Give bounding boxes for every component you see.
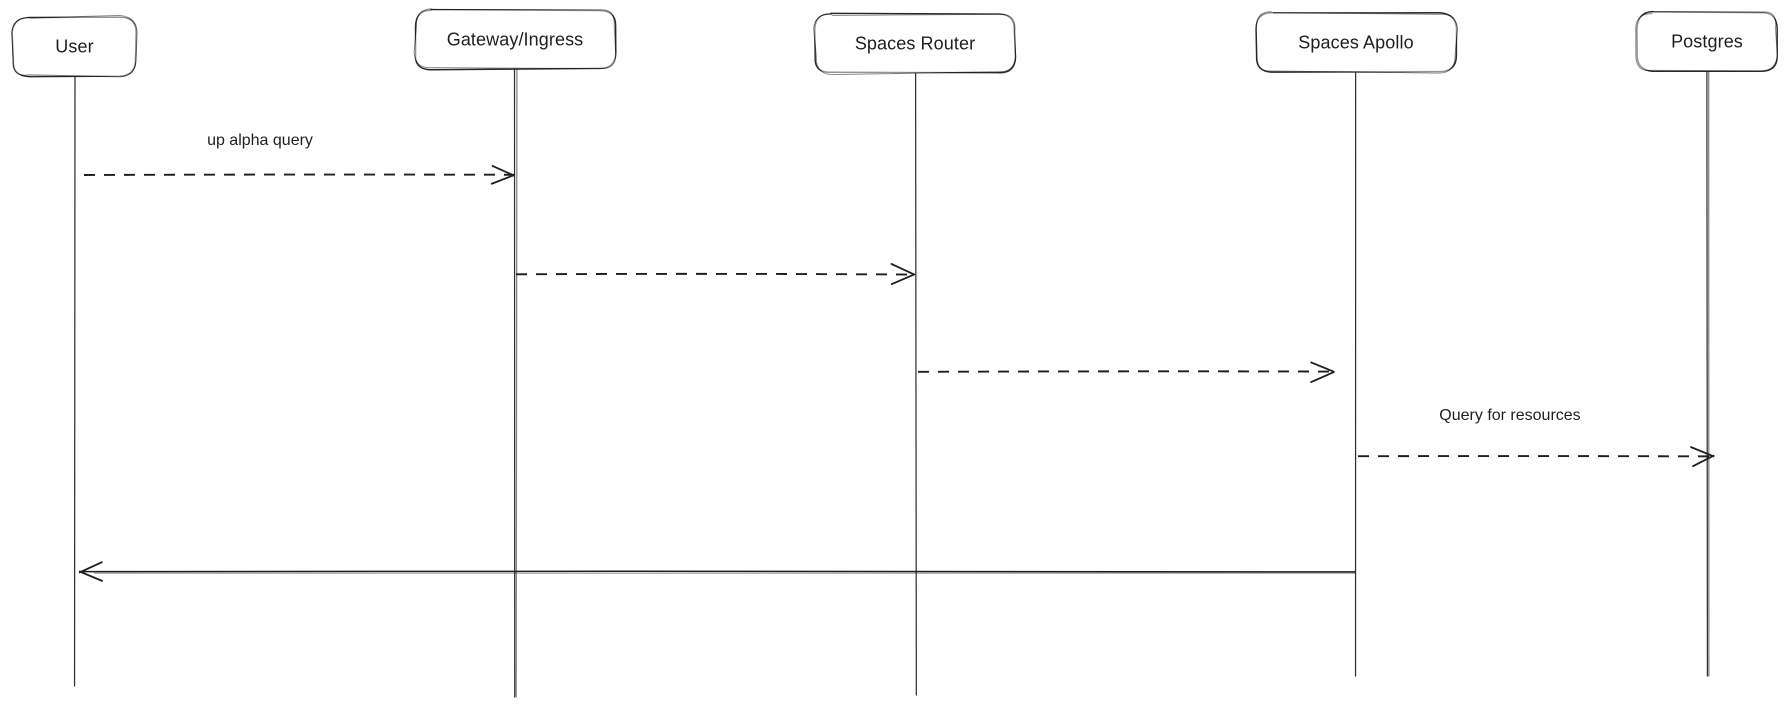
message-label: Query for resources — [1439, 407, 1580, 424]
participant-box-outline — [11, 14, 138, 78]
participants-layer: User Gateway/Ingress Spaces Router Spaces A… — [11, 8, 1778, 78]
participant-box-outline — [1255, 11, 1459, 74]
arrowhead-open-icon — [890, 263, 916, 286]
participant-postgres[interactable]: Postgres — [1635, 10, 1778, 73]
arrowhead-open-icon — [490, 165, 516, 185]
lifelines-layer — [73, 68, 1710, 698]
lifeline-spaces-router — [914, 72, 917, 696]
participant-box-outline — [1635, 11, 1778, 72]
message-label: up alpha query — [207, 132, 313, 149]
lifeline-postgres — [1706, 70, 1710, 677]
message-msg-4: Query for resources — [1357, 407, 1715, 468]
participant-label: Gateway/Ingress — [447, 29, 584, 49]
message-msg-1: up alpha query — [83, 132, 516, 185]
arrowhead-open-icon — [1310, 361, 1335, 384]
arrowhead-open-icon — [78, 561, 103, 582]
participant-user[interactable]: User — [11, 14, 138, 78]
message-line — [917, 370, 1335, 373]
participant-label: Spaces Router — [855, 33, 975, 53]
participant-spaces-router[interactable]: Spaces Router — [813, 12, 1017, 76]
participant-label: Postgres — [1671, 31, 1743, 51]
message-line — [515, 272, 915, 276]
participant-box-outline — [413, 8, 617, 70]
participant-spaces-apollo[interactable]: Spaces Apollo — [1255, 11, 1459, 74]
message-msg-5 — [78, 561, 1357, 582]
participant-label: User — [55, 36, 93, 56]
participant-gateway-ingress[interactable]: Gateway/Ingress — [413, 8, 617, 71]
message-msg-3 — [917, 361, 1335, 384]
message-line — [79, 570, 1357, 573]
participant-box-outline — [813, 13, 1016, 76]
lifeline-gateway-ingress — [513, 68, 518, 698]
message-msg-2 — [515, 263, 916, 286]
arrowhead-open-icon — [1690, 446, 1715, 468]
participant-label: Spaces Apollo — [1298, 32, 1413, 52]
